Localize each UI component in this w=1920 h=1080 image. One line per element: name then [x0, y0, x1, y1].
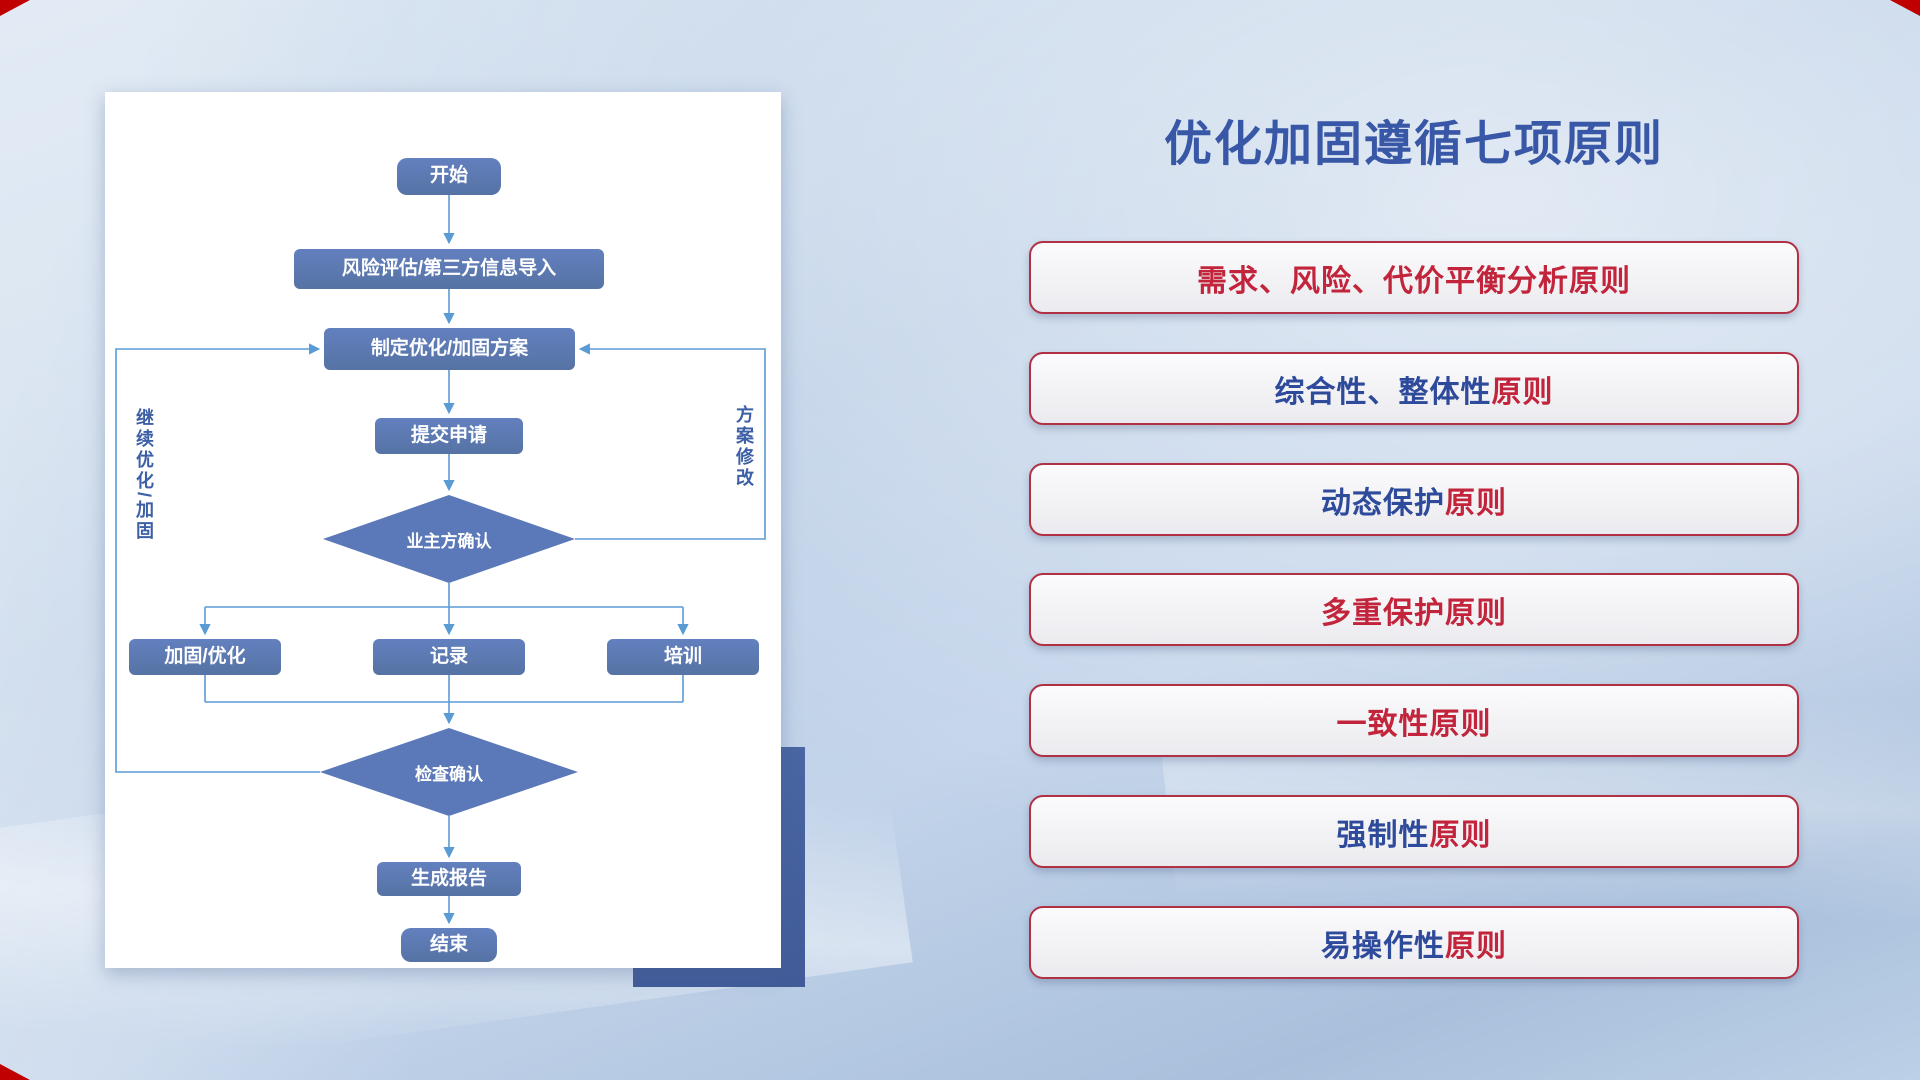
flow-node-end: 结束 — [401, 928, 497, 962]
principle-text-red: 需求、风险、代价平衡分析原则 — [1197, 264, 1631, 298]
principle-text-blue: 易操作性 — [1321, 929, 1445, 963]
principle-text-blue: 强制性 — [1336, 818, 1430, 852]
principle-item-6: 强制性原则 — [1029, 795, 1799, 868]
principle-text-blue: 综合性、整体性 — [1274, 375, 1492, 409]
principle-text-red: 原则 — [1429, 818, 1492, 852]
flow-loop-label-plan-revision: 方案修改 — [734, 405, 754, 489]
principle-text-red: 多重保护原则 — [1321, 596, 1507, 630]
principle-text-red: 原则 — [1445, 486, 1507, 520]
flow-node-harden-optimize: 加固/优化 — [129, 639, 281, 675]
flow-decision-check-confirm: 检查确认 — [320, 728, 578, 816]
principle-text-blue: 动态保护 — [1321, 486, 1445, 520]
flow-node-generate-report: 生成报告 — [377, 862, 521, 896]
flow-node-record: 记录 — [373, 639, 525, 675]
flow-loop-label-continue-optimize: 继续优化/加固 — [134, 407, 154, 542]
principle-item-5: 一致性原则 — [1029, 684, 1799, 757]
flow-decision-owner-confirm: 业主方确认 — [323, 495, 575, 583]
principle-item-3: 动态保护原则 — [1029, 463, 1799, 536]
principle-text-red: 原则 — [1445, 929, 1507, 963]
principle-item-7: 易操作性原则 — [1029, 906, 1799, 979]
principle-text-red: 原则 — [1491, 375, 1554, 409]
flow-decision-check-confirm-label: 检查确认 — [415, 764, 483, 784]
flow-node-risk-assessment: 风险评估/第三方信息导入 — [294, 249, 604, 289]
corner-accent-top-right — [1890, 0, 1920, 16]
flow-node-start: 开始 — [397, 158, 501, 195]
principle-text-red: 一致性原则 — [1336, 707, 1492, 741]
flow-node-make-plan: 制定优化/加固方案 — [324, 328, 575, 370]
flow-decision-owner-confirm-label: 业主方确认 — [406, 531, 492, 551]
principle-item-2: 综合性、整体性原则 — [1029, 352, 1799, 425]
principles-section: 优化加固遵循七项原则 需求、风险、代价平衡分析原则 综合性、整体性原则 动态保护… — [1029, 0, 1799, 1080]
corner-accent-top-left — [0, 0, 30, 16]
flowchart-panel: 开始 风险评估/第三方信息导入 制定优化/加固方案 提交申请 业主方确认 加固/… — [105, 92, 781, 968]
flow-node-submit-application: 提交申请 — [375, 418, 523, 454]
page-title: 优化加固遵循七项原则 — [1163, 118, 1664, 171]
principle-item-4: 多重保护原则 — [1029, 573, 1799, 646]
corner-accent-bottom-left — [0, 1064, 30, 1080]
flow-node-training: 培训 — [607, 639, 759, 675]
principle-item-1: 需求、风险、代价平衡分析原则 — [1029, 241, 1799, 314]
